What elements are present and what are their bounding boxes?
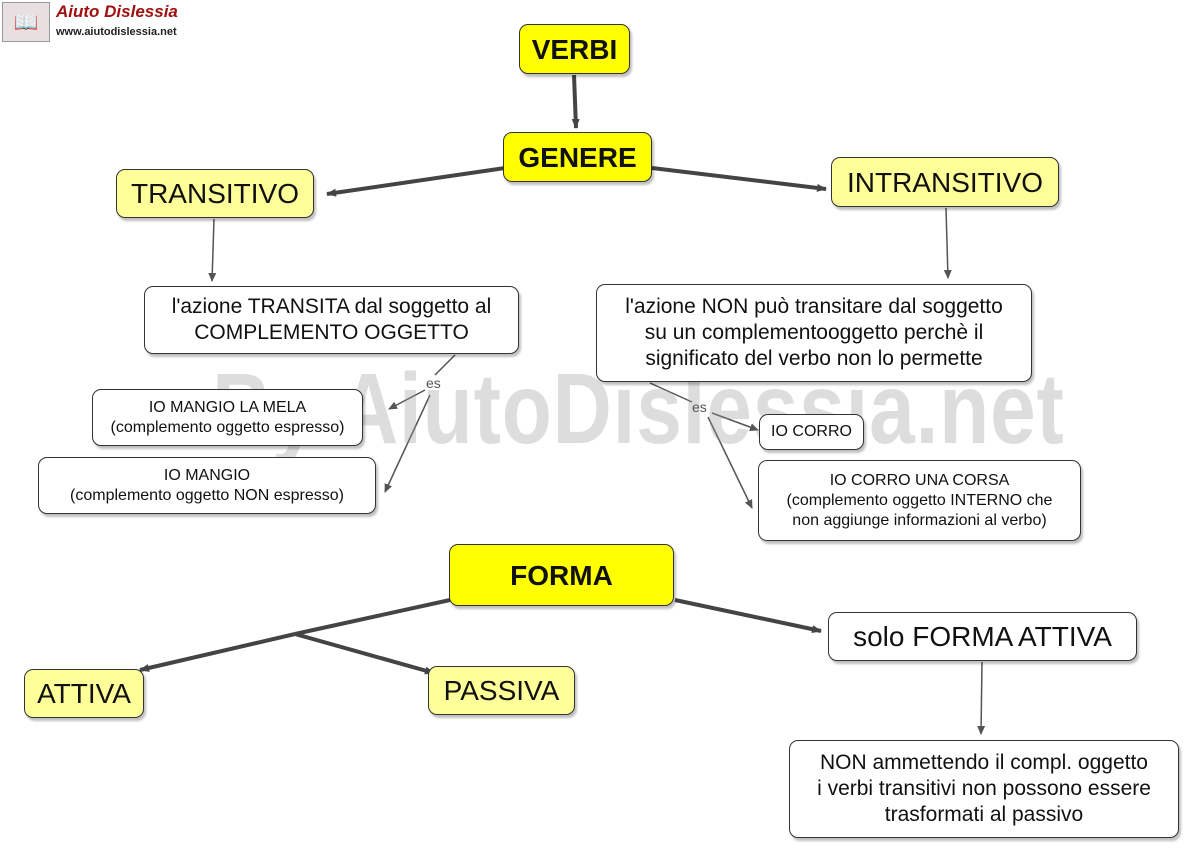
link-es-corsa xyxy=(707,416,753,509)
definition-line: COMPLEMENTO OGGETTO xyxy=(194,321,469,344)
link-branch-attiva xyxy=(139,632,296,672)
node-genere[interactable]: GENERE xyxy=(503,132,652,182)
example-line: (complemento oggetto NON espresso) xyxy=(70,486,344,504)
link-es-mangio xyxy=(384,394,431,493)
node-genere-label: GENERE xyxy=(518,141,637,173)
link-genere-intransitivo xyxy=(651,166,827,192)
example-line: (complemento oggetto espresso) xyxy=(110,418,345,436)
node-esempio-corro[interactable]: IO CORRO xyxy=(759,414,864,450)
link-es-mela xyxy=(388,389,426,410)
definition-line: significato del verbo non lo permette xyxy=(645,347,983,371)
node-transitivo-label: TRANSITIVO xyxy=(130,178,299,209)
link-idef-es xyxy=(649,382,693,403)
logo-name: Aiuto Dislessia xyxy=(56,2,178,21)
node-esempio-corsa[interactable]: IO CORRO UNA CORSA (complemento oggetto … xyxy=(758,460,1081,541)
example-line: IO MANGIO LA MELA xyxy=(148,398,307,416)
node-solo-forma-attiva-label: solo FORMA ATTIVA xyxy=(853,621,1112,652)
example-line: IO MANGIO xyxy=(163,466,251,484)
node-passiva[interactable]: PASSIVA xyxy=(428,666,575,715)
node-intransitivo-definizione[interactable]: l'azione NON può transitare dal soggetto… xyxy=(596,284,1032,382)
definition-line: su un complementooggetto perchè il xyxy=(644,320,984,344)
node-solo-forma-attiva[interactable]: solo FORMA ATTIVA xyxy=(828,612,1137,661)
note-line: trasformati al passivo xyxy=(884,803,1084,827)
link-es-corro xyxy=(711,412,759,431)
link-transitivo-def xyxy=(208,218,217,282)
node-nota-passivo[interactable]: NON ammettendo il compl. oggetto i verbi… xyxy=(789,740,1179,838)
logo-url: www.aiutodislessia.net xyxy=(56,26,177,38)
node-esempio-mela[interactable]: IO MANGIO LA MELA (complemento oggetto e… xyxy=(92,389,363,446)
node-forma-label: FORMA xyxy=(510,559,613,591)
example-line: (complemento oggetto INTERNO che xyxy=(786,491,1053,509)
note-line: i verbi transitivi non possono essere xyxy=(817,776,1151,800)
example-line: IO CORRO xyxy=(771,423,852,440)
node-intransitivo[interactable]: INTRANSITIVO xyxy=(831,157,1059,207)
node-forma[interactable]: FORMA xyxy=(449,544,674,606)
node-verbi-label: VERBI xyxy=(531,33,618,65)
link-verbi-genere xyxy=(571,74,580,129)
node-esempio-mangio[interactable]: IO MANGIO (complemento oggetto NON espre… xyxy=(38,457,376,514)
node-transitivo[interactable]: TRANSITIVO xyxy=(116,169,314,218)
example-line: IO CORRO UNA CORSA xyxy=(829,471,1010,489)
link-label-es-left: es xyxy=(426,375,441,391)
link-genere-transitivo xyxy=(326,166,506,197)
book-icon: 📖 xyxy=(2,2,50,42)
link-forma-solo xyxy=(674,598,822,634)
node-verbi[interactable]: VERBI xyxy=(519,24,630,74)
site-logo[interactable]: 📖 Aiuto Dislessia www.aiutodislessia.net xyxy=(2,2,192,42)
node-transitivo-definizione[interactable]: l'azione TRANSITA dal soggetto al COMPLE… xyxy=(144,286,519,354)
node-attiva[interactable]: ATTIVA xyxy=(24,669,144,718)
link-branch-passiva xyxy=(294,632,435,675)
link-intransitivo-def xyxy=(943,207,952,279)
note-line: NON ammettendo il compl. oggetto xyxy=(820,750,1148,774)
link-forma-branch xyxy=(294,598,451,636)
node-intransitivo-label: INTRANSITIVO xyxy=(846,166,1043,198)
link-label-es-right: es xyxy=(692,399,707,415)
node-attiva-label: ATTIVA xyxy=(37,678,131,709)
definition-line: l'azione NON può transitare dal soggetto xyxy=(625,294,1003,318)
node-passiva-label: PASSIVA xyxy=(443,675,560,706)
definition-line: l'azione TRANSITA dal soggetto al xyxy=(171,294,492,318)
link-tdef-es xyxy=(434,354,456,376)
example-line: non aggiunge informazioni al verbo) xyxy=(792,511,1047,529)
link-solo-nota xyxy=(977,661,986,735)
